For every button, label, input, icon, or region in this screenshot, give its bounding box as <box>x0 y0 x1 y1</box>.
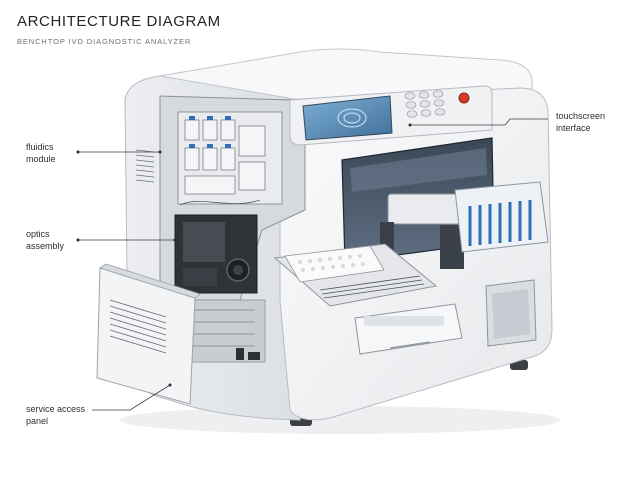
microplate-wells <box>298 254 365 272</box>
callout-touchscreen-interface: touchscreen interface <box>556 110 605 134</box>
callout-touchscreen-line2: interface <box>556 123 591 133</box>
sample-tubes <box>468 200 532 246</box>
callout-dots <box>76 123 412 387</box>
usb-port <box>236 348 244 360</box>
callout-optics-line2: assembly <box>26 241 65 251</box>
callout-touchscreen-line1: touchscreen <box>556 111 606 121</box>
callout-fluidics-module: fluidics module <box>26 141 56 165</box>
callout-service-access-panel: service access panel <box>26 403 85 427</box>
top-surface <box>159 48 533 101</box>
side-vents <box>135 149 155 183</box>
keypad <box>404 90 446 118</box>
reagent-tips <box>364 316 444 326</box>
power-port <box>248 352 260 360</box>
callout-service-line1: service access <box>26 404 86 414</box>
optics-assembly-internals <box>174 214 258 294</box>
touchscreen-display <box>302 95 393 141</box>
screen-dial-graphic <box>337 108 367 128</box>
page-title: ARCHITECTURE DIAGRAM <box>17 13 221 30</box>
page-subtitle: BENCHTOP IVD DIAGNOSTIC ANALYZER <box>17 37 192 46</box>
callout-fluidics-line2: module <box>26 154 56 164</box>
callout-leaders <box>78 118 548 411</box>
panel-vents <box>109 299 167 354</box>
callout-optics-line1: optics <box>26 229 50 239</box>
callout-fluidics-line1: fluidics <box>26 142 54 152</box>
callout-optics-assembly: optics assembly <box>26 228 64 252</box>
tray-vents <box>319 275 425 299</box>
callout-service-line2: panel <box>26 416 49 426</box>
fluidics-module-internals <box>177 111 283 206</box>
emergency-stop-button <box>458 92 470 104</box>
